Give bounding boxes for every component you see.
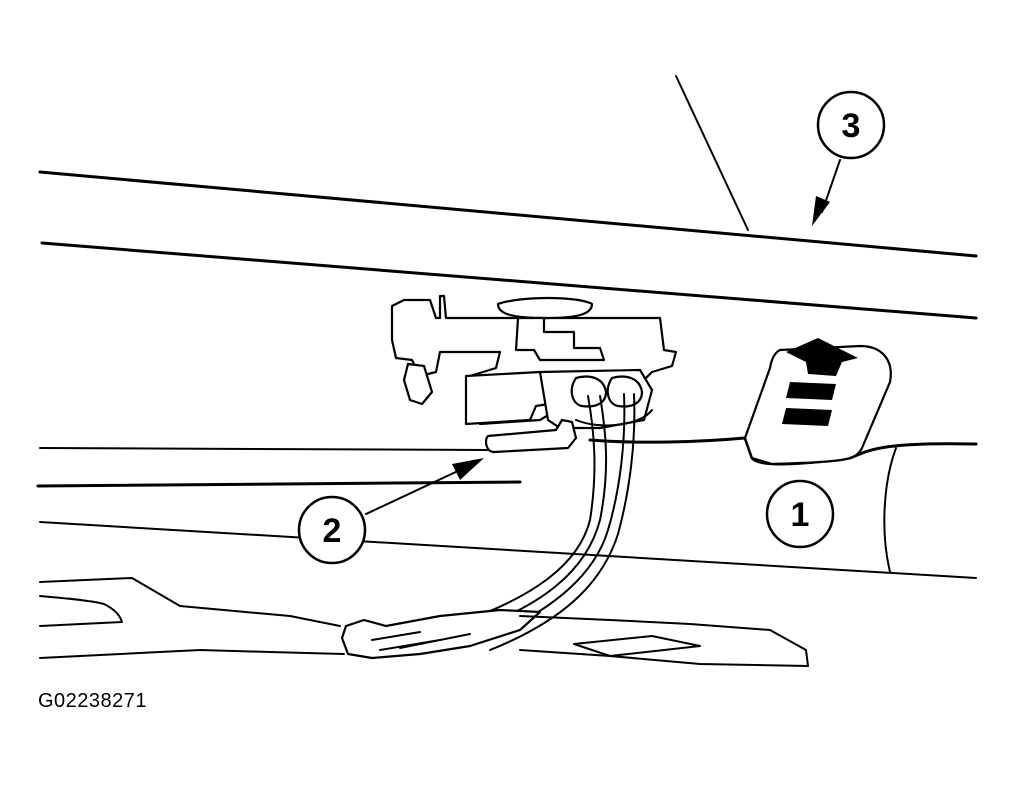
underbody-outline	[39, 577, 809, 667]
callout-1-label: 1	[791, 496, 810, 534]
retaining-clip	[743, 338, 892, 466]
underbody-edge-1	[39, 577, 341, 627]
component-lug	[402, 362, 434, 406]
underbody-edge-2	[39, 595, 123, 627]
harness-detail	[371, 631, 471, 651]
trim-mid-line	[36, 480, 522, 488]
callout-2-circle	[297, 495, 367, 565]
trim-lower-line	[39, 521, 977, 579]
underbody-opening	[573, 635, 701, 657]
underbody-edge-3	[39, 649, 345, 659]
callout-3-arrowhead	[812, 196, 830, 226]
panel-leader-line	[675, 75, 749, 231]
component-edge	[575, 409, 653, 427]
callout-3: 3	[812, 90, 886, 226]
underbody-edge-4	[519, 615, 809, 667]
harness-plug	[340, 608, 542, 660]
component-knob	[496, 296, 594, 320]
clip-bar-2	[782, 408, 832, 426]
component-assembly	[390, 294, 678, 454]
trim-upper-line-left	[39, 447, 491, 451]
component-tab	[484, 418, 578, 454]
connector-socket-1	[570, 375, 608, 408]
callout-2-label: 2	[323, 512, 342, 550]
callout-1: 1	[765, 479, 835, 549]
callout-2-arrowhead	[452, 458, 484, 480]
wiring-harness	[340, 393, 636, 660]
callout-3-label: 3	[842, 107, 861, 145]
callout-2: 2	[297, 458, 484, 565]
body-panel-lines	[38, 75, 978, 320]
wire-4	[489, 393, 636, 651]
trim-curve	[883, 447, 897, 573]
up-arrow-icon	[786, 338, 858, 376]
panel-second-edge	[40, 241, 978, 320]
wire-1	[429, 395, 596, 633]
component-latch	[514, 316, 606, 362]
clip-bar-1	[786, 382, 836, 400]
callout-3-circle	[816, 90, 886, 160]
figure-id-label: G02238271	[38, 690, 148, 712]
callout-1-circle	[765, 479, 835, 549]
clip-tab	[743, 344, 892, 466]
callout-2-leader	[365, 469, 461, 515]
panel-top-edge	[38, 170, 978, 258]
